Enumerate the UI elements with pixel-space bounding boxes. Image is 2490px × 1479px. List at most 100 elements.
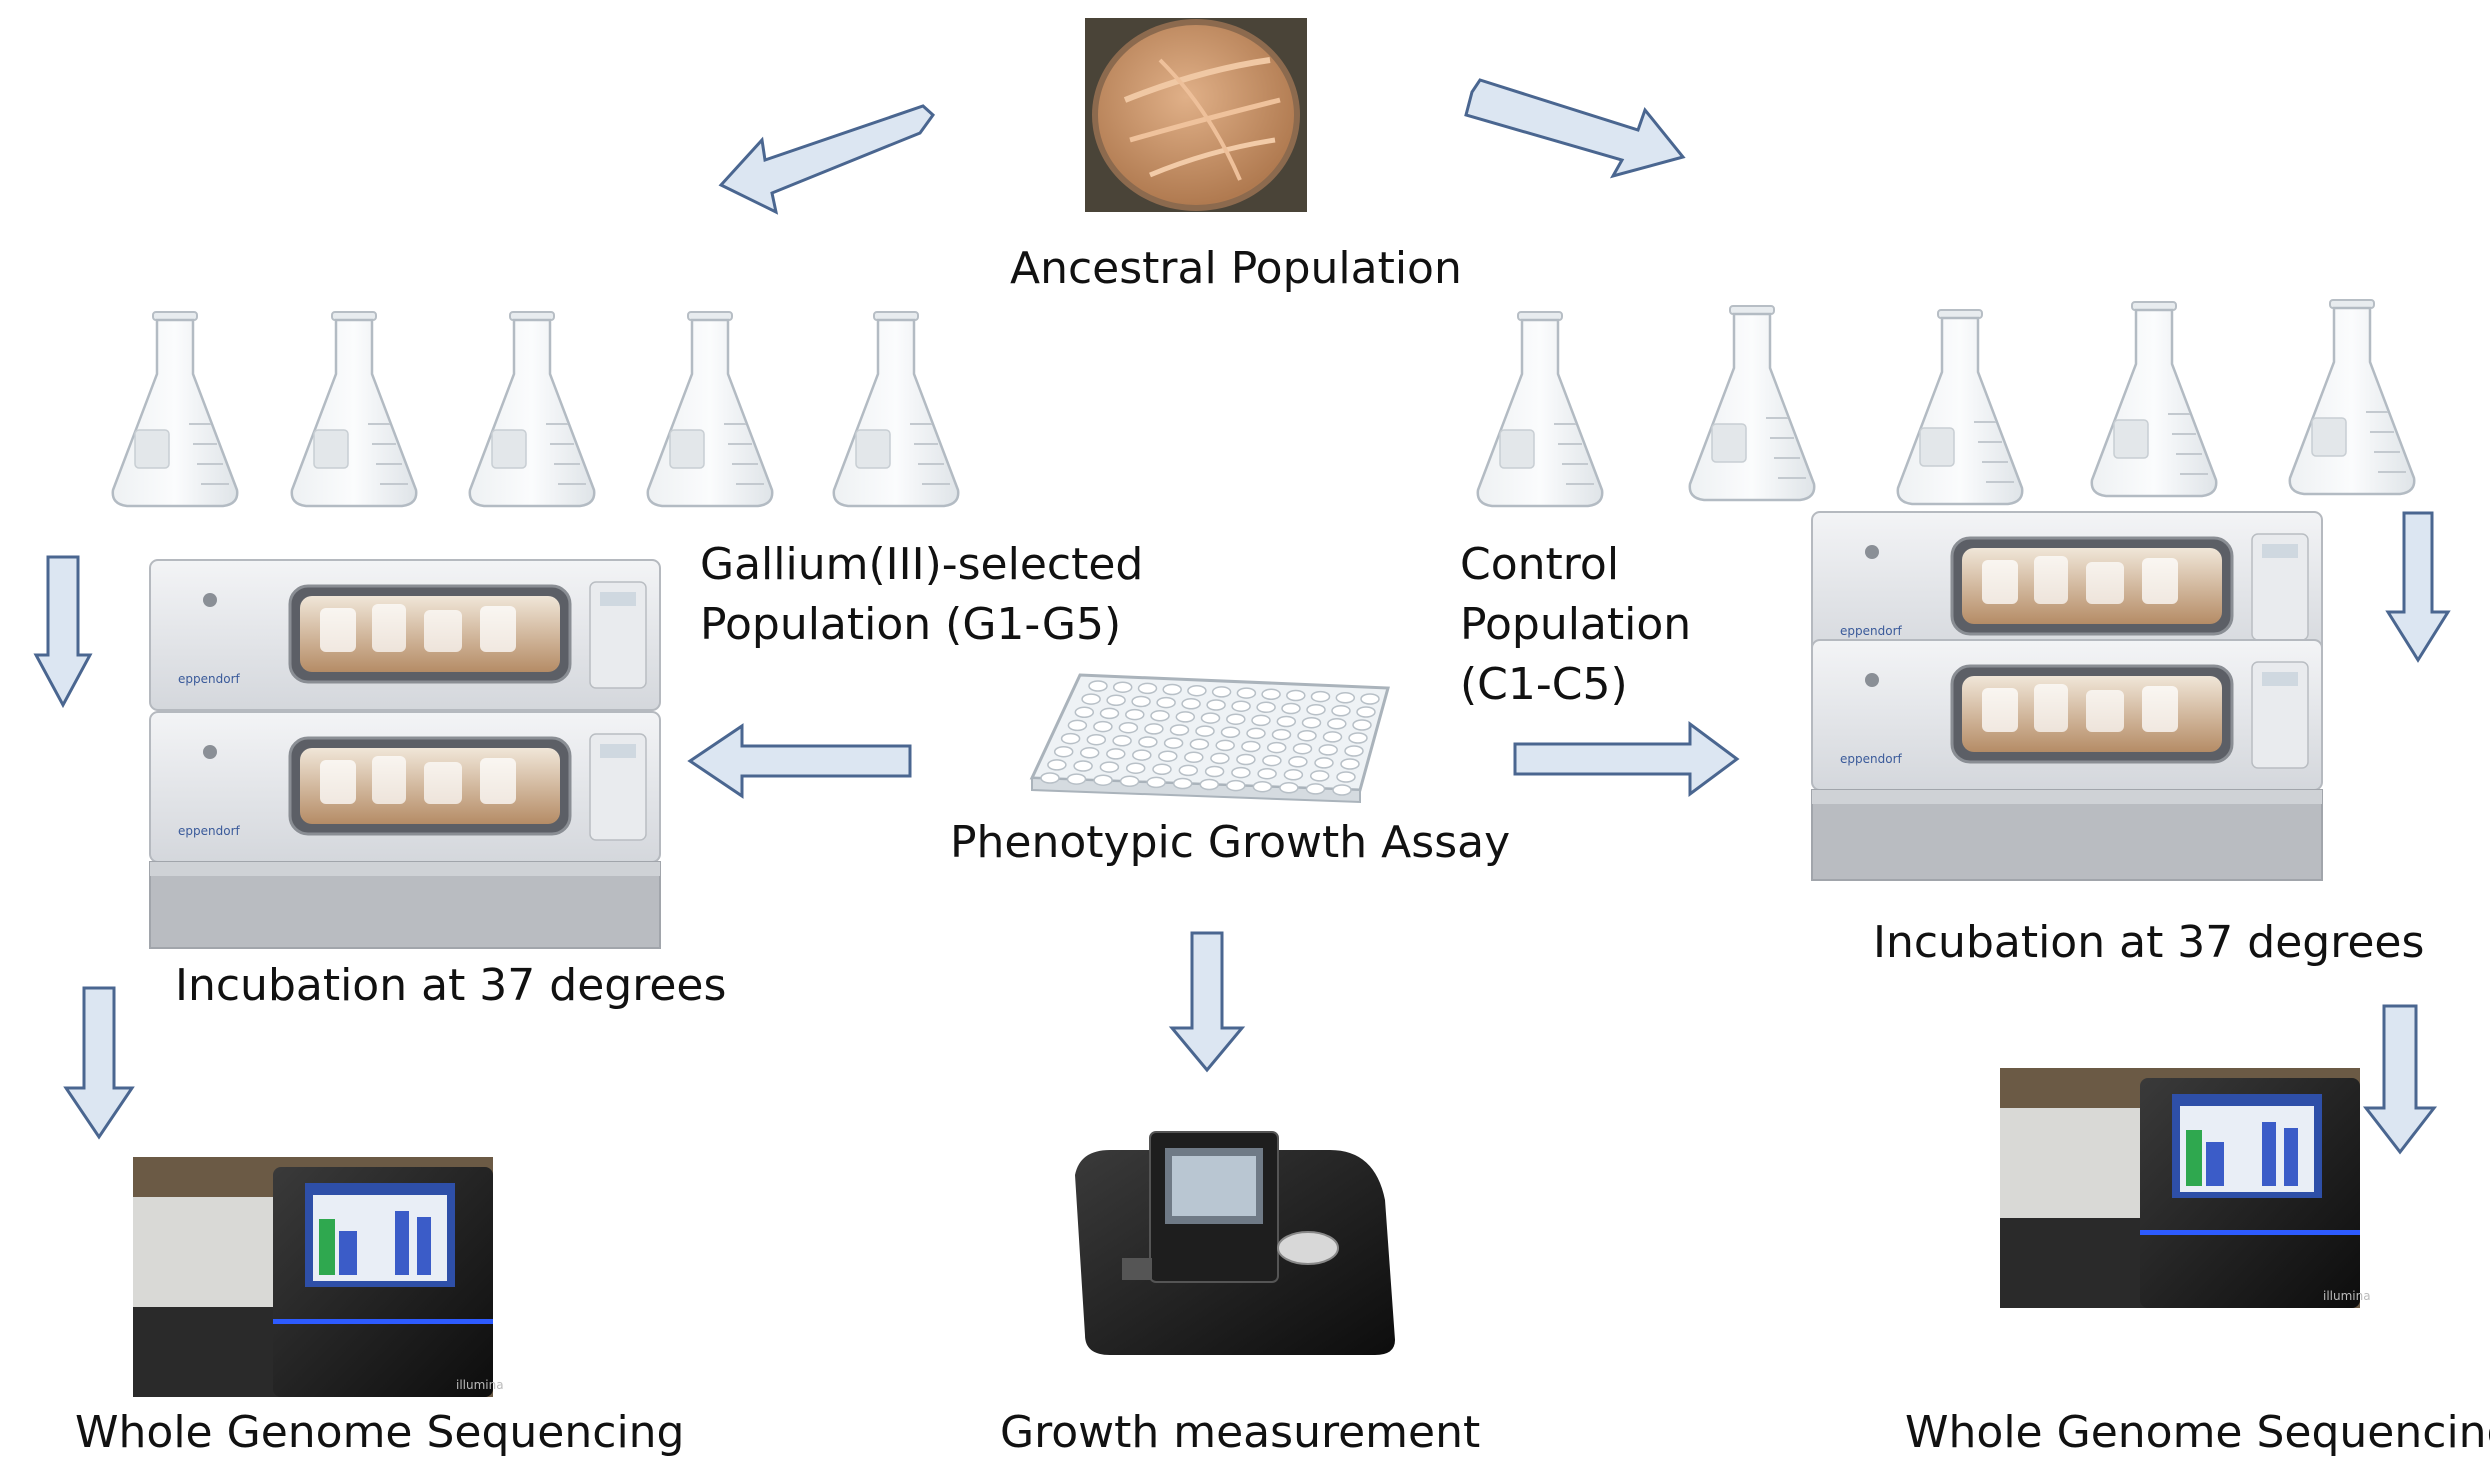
plate-well <box>1066 773 1087 785</box>
plate-well <box>1073 760 1093 772</box>
plate-well <box>1200 712 1221 724</box>
arrow-left-flasks-down <box>33 555 93 709</box>
plate-well <box>1336 771 1356 783</box>
plate-well <box>1279 782 1299 794</box>
petri-dish-icon <box>1085 18 1307 212</box>
plate-well <box>1262 754 1282 767</box>
plate-well <box>1271 728 1292 741</box>
plate-well <box>1112 735 1132 747</box>
plate-well <box>1231 766 1251 779</box>
plate-well <box>1360 693 1380 705</box>
plate-well <box>1181 698 1201 710</box>
plate-well <box>1352 719 1372 731</box>
plate-well <box>1125 762 1146 774</box>
control-population-label-line2: Population <box>1460 599 1692 650</box>
plate-well <box>1206 699 1226 711</box>
plate-well <box>1332 784 1352 796</box>
plate-well <box>1047 759 1067 771</box>
plate-well <box>1199 778 1220 791</box>
plate-well <box>1286 689 1306 702</box>
arrow-left-to-sequencing <box>63 986 135 1140</box>
control-population-label-line3: (C1-C5) <box>1460 659 1628 710</box>
plate-well <box>1256 701 1276 714</box>
plate-well <box>1106 748 1126 760</box>
incubator-icon <box>148 558 662 949</box>
plate-well <box>1125 708 1145 721</box>
plate-well <box>1246 727 1266 740</box>
plate-well <box>1158 750 1178 762</box>
plate-well <box>1093 774 1113 786</box>
plate-well <box>1322 731 1343 743</box>
incubator-brand-text: eppendorf <box>1840 624 1902 638</box>
plate-well <box>1276 715 1297 728</box>
flask-icon <box>832 310 960 508</box>
incubation-left-label: Incubation at 37 degrees <box>175 960 727 1011</box>
plate-well <box>1086 733 1107 746</box>
arrow-to-right-incubator <box>1513 721 1740 797</box>
plate-well <box>1119 775 1140 788</box>
plate-well <box>1088 680 1108 692</box>
incubator-brand-text: eppendorf <box>178 672 240 686</box>
plate-well <box>1314 757 1334 769</box>
plate-well <box>1305 783 1326 795</box>
incubator-brand-text: eppendorf <box>1840 752 1902 766</box>
gallium-population-label-line2: Population (G1-G5) <box>700 599 1122 650</box>
phenotypic-growth-assay-label: Phenotypic Growth Assay <box>950 817 1511 868</box>
arrow-to-growth-measurement <box>1168 931 1246 1073</box>
plate-well <box>1137 682 1158 695</box>
plate-well <box>1356 706 1376 718</box>
plate-well <box>1231 700 1251 712</box>
plate-well <box>1118 721 1139 734</box>
incubator-brand-text: eppendorf <box>178 824 240 838</box>
plate-well <box>1310 690 1331 703</box>
plate-well <box>1266 741 1287 754</box>
incubator-icon <box>1810 510 2324 881</box>
plate-well <box>1138 736 1158 748</box>
plate-well <box>1283 769 1304 781</box>
plate-well <box>1131 695 1151 708</box>
sequencer-icon <box>133 1157 493 1397</box>
plate-well <box>1261 688 1281 701</box>
plate-well <box>1093 720 1113 733</box>
flask-icon <box>2090 300 2218 498</box>
sequencer-icon <box>2000 1068 2360 1308</box>
plate-well <box>1226 779 1246 792</box>
plate-well <box>1215 739 1235 752</box>
plate-well <box>1301 716 1322 729</box>
wgs-left-label: Whole Genome Sequencing <box>75 1407 685 1458</box>
plate-well <box>1204 765 1225 778</box>
plate-well <box>1331 705 1351 717</box>
plate-reader-icon <box>1075 1131 1395 1355</box>
plate-well <box>1152 763 1172 776</box>
arrow-to-left-incubator <box>687 723 912 799</box>
plate-well <box>1210 752 1230 765</box>
plate-well <box>1288 756 1308 768</box>
ancestral-population-label: Ancestral Population <box>1010 243 1462 294</box>
gallium-flask-group <box>111 310 960 508</box>
growth-measurement-label: Growth measurement <box>1000 1407 1481 1458</box>
plate-well <box>1236 753 1256 766</box>
plate-well <box>1162 683 1182 696</box>
plate-well <box>1172 777 1193 790</box>
flask-icon <box>2288 298 2416 496</box>
sequencer-brand-text: illumina <box>456 1378 504 1392</box>
plate-well <box>1220 726 1241 739</box>
plate-well <box>1281 702 1301 715</box>
flask-icon <box>646 310 774 508</box>
plate-well <box>1178 764 1199 777</box>
plate-well <box>1241 740 1261 753</box>
plate-well <box>1079 747 1100 759</box>
flask-icon <box>468 310 596 508</box>
plate-well <box>1169 724 1190 736</box>
plate-well <box>1327 718 1347 730</box>
arrow-right-to-sequencing <box>2362 1004 2438 1155</box>
plate-well <box>1146 776 1166 789</box>
flask-icon <box>1476 310 1604 508</box>
plate-well <box>1081 693 1101 705</box>
incubation-right-label: Incubation at 37 degrees <box>1873 917 2425 968</box>
plate-well <box>1251 714 1271 727</box>
plate-well <box>1074 706 1095 719</box>
well-plate-icon <box>1029 673 1390 804</box>
flow-arrows <box>33 78 2451 1155</box>
